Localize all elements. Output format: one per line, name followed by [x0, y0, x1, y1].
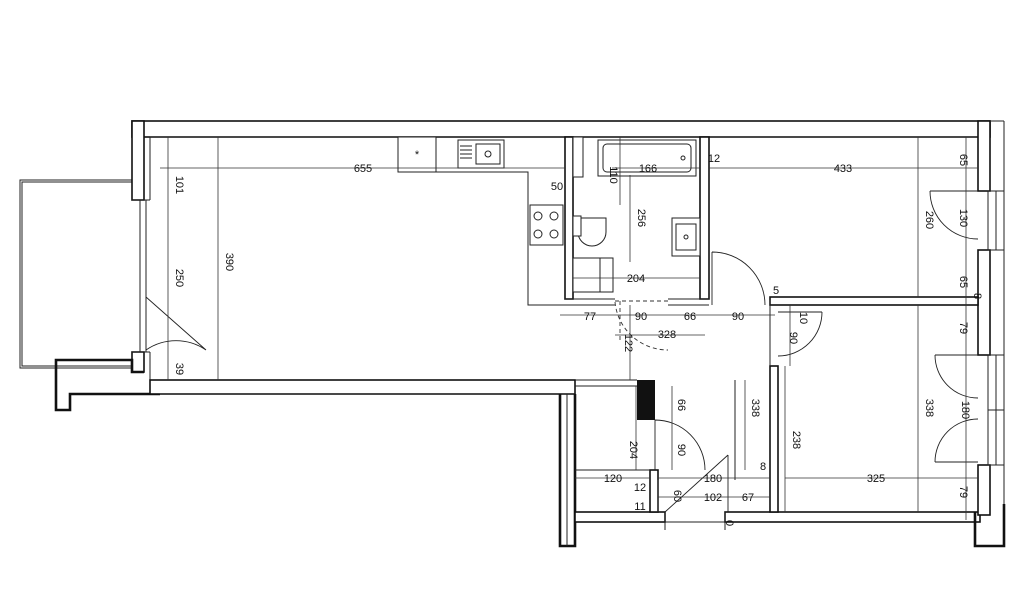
dim-180-door: 180 [704, 473, 722, 485]
doors [145, 190, 979, 513]
toilet [577, 217, 607, 247]
bathroom [572, 136, 701, 293]
door-bathroom [711, 251, 766, 306]
dim-10: 10 [797, 312, 809, 324]
dim-122: 122 [622, 334, 634, 352]
dim-8-top: 8 [971, 293, 983, 299]
dim-67: 67 [742, 492, 754, 504]
dim-338-bedroom: 338 [923, 399, 935, 417]
dim-256: 256 [635, 209, 647, 227]
dim-204-wc: 204 [627, 441, 639, 459]
door-wc [654, 419, 706, 471]
washing-machine [572, 257, 614, 293]
dim-120: 120 [604, 473, 622, 485]
dim-60: 60 [671, 490, 683, 502]
dim-12-top: 12 [708, 153, 720, 165]
dim-79-top: 79 [957, 322, 969, 334]
dim-338-hall: 338 [749, 399, 761, 417]
dimension-lines [160, 137, 978, 520]
dim-66-a: 66 [684, 311, 696, 323]
dim-130: 130 [957, 209, 969, 227]
dim-90-c: 90 [787, 332, 799, 344]
fridge-mark: * [415, 149, 420, 161]
dim-238: 238 [790, 431, 802, 449]
dim-102: 102 [704, 492, 722, 504]
dim-166: 166 [639, 163, 657, 175]
dim-79-bottom: 79 [957, 486, 969, 498]
sash-right-mid [934, 354, 979, 399]
kitchen: * [397, 136, 565, 306]
dim-250: 250 [173, 269, 185, 287]
dim-90-d: 90 [675, 444, 687, 456]
dim-50: 50 [551, 181, 563, 193]
fridge [397, 136, 437, 173]
cooktop [529, 204, 564, 246]
dim-8-bottom: 8 [760, 461, 766, 473]
dim-39: 39 [173, 363, 185, 375]
dim-77: 77 [584, 311, 596, 323]
door-balcony [145, 296, 207, 351]
dim-110: 110 [607, 166, 619, 184]
door-bedroom-top [777, 311, 823, 357]
dim-325: 325 [867, 473, 885, 485]
dimension-labels: 655 101 250 390 39 110 166 12 433 50 256… [173, 153, 983, 526]
dim-12-bottom: 12 [634, 482, 646, 494]
dim-204-bath: 204 [627, 273, 645, 285]
dim-65-mid: 65 [957, 276, 969, 288]
dim-65-top: 65 [957, 154, 969, 166]
balcony [19, 179, 132, 369]
sash-right-low [934, 418, 979, 463]
door-entrance [664, 454, 729, 513]
dim-11: 11 [634, 501, 645, 513]
dim-101: 101 [173, 176, 185, 194]
dim-328: 328 [658, 329, 676, 341]
dim-433: 433 [834, 163, 852, 175]
dim-90-b: 90 [732, 311, 744, 323]
dim-5: 5 [773, 285, 779, 297]
dim-66-b: 66 [675, 399, 687, 411]
outer-walls [54, 120, 1006, 548]
dim-180-window: 180 [959, 401, 971, 419]
dim-260: 260 [923, 211, 935, 229]
dim-0: 0 [723, 520, 735, 526]
interior-walls [564, 136, 979, 513]
dim-655: 655 [354, 163, 372, 175]
sash-right-top [929, 190, 979, 240]
dim-390: 390 [223, 253, 235, 271]
dim-90-a: 90 [635, 311, 647, 323]
window-right-top [987, 190, 1005, 251]
window-right-bottom [987, 354, 1005, 466]
window-left [132, 199, 150, 353]
